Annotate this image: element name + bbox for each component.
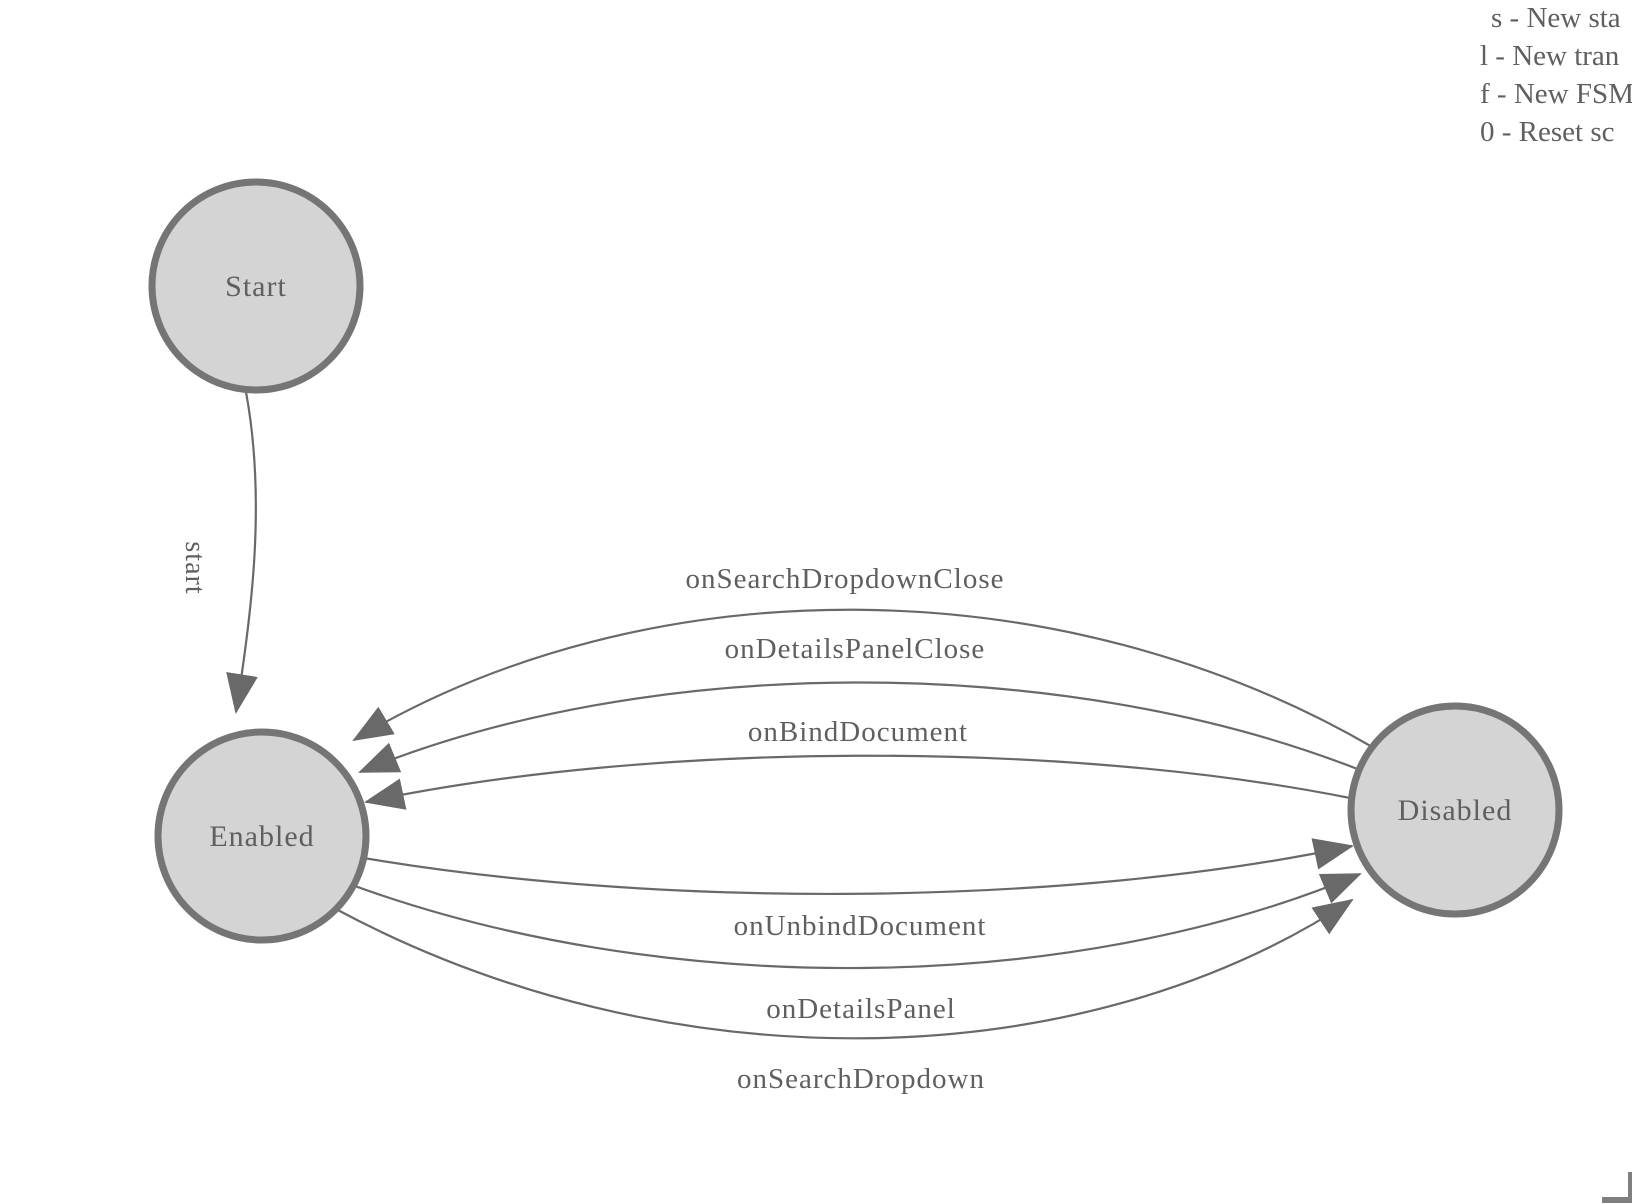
state-node-enabled-circle[interactable] (154, 728, 370, 944)
legend-line-reset: 0 - Reset sc (1480, 116, 1615, 148)
legend-line-new-fsm: f - New FSM (1480, 78, 1632, 110)
edge-onSearchDropdownClose-path[interactable] (352, 608, 1375, 749)
edge-start-path[interactable] (226, 391, 258, 714)
state-node-disabled-label: Disabled (1398, 794, 1513, 827)
edge-onDetailsPanelClose-path[interactable] (358, 681, 1361, 774)
state-node-start-label: Start (225, 270, 287, 303)
state-node-enabled-label: Enabled (209, 820, 314, 853)
state-node-start-circle[interactable] (148, 178, 364, 394)
edge-onBindDocument: onBindDocument (364, 716, 1351, 810)
legend-line-new-state: s - New sta (1491, 2, 1621, 34)
state-node-enabled[interactable]: Enabled (154, 728, 370, 944)
edge-onUnbindDocument: onUnbindDocument (351, 838, 1354, 942)
edge-start-label: start (179, 541, 210, 594)
edge-onUnbindDocument-label: onUnbindDocument (734, 910, 987, 942)
edge-onDetailsPanelClose-label: onDetailsPanelClose (725, 633, 986, 665)
edge-onUnbindDocument-path[interactable] (351, 838, 1354, 896)
edge-onSearchDropdownClose: onSearchDropdownClose (352, 563, 1375, 749)
edge-onSearchDropdown-path[interactable] (333, 898, 1354, 1040)
edge-onSearchDropdownClose-label: onSearchDropdownClose (685, 563, 1004, 595)
state-node-disabled-circle[interactable] (1347, 702, 1563, 918)
edge-onSearchDropdown: onSearchDropdown (333, 898, 1354, 1095)
edge-onDetailsPanel-label: onDetailsPanel (766, 993, 956, 1025)
state-node-start[interactable]: Start (148, 178, 364, 394)
edge-onDetailsPanel: onDetailsPanel (343, 872, 1362, 1025)
edge-onDetailsPanel-path[interactable] (343, 872, 1362, 970)
legend-line-new-transition: l - New tran (1480, 40, 1620, 72)
edge-onBindDocument-path[interactable] (364, 754, 1351, 810)
edge-start: start (179, 391, 258, 714)
edge-onSearchDropdown-label: onSearchDropdown (737, 1063, 985, 1095)
edge-onBindDocument-label: onBindDocument (748, 716, 968, 748)
shortcut-legend: s - New sta l - New tran f - New FSM 0 -… (1480, 2, 1632, 148)
state-node-disabled[interactable]: Disabled (1347, 702, 1563, 918)
edge-onDetailsPanelClose: onDetailsPanelClose (358, 633, 1361, 774)
offscreen-box-corner (1602, 1172, 1632, 1203)
